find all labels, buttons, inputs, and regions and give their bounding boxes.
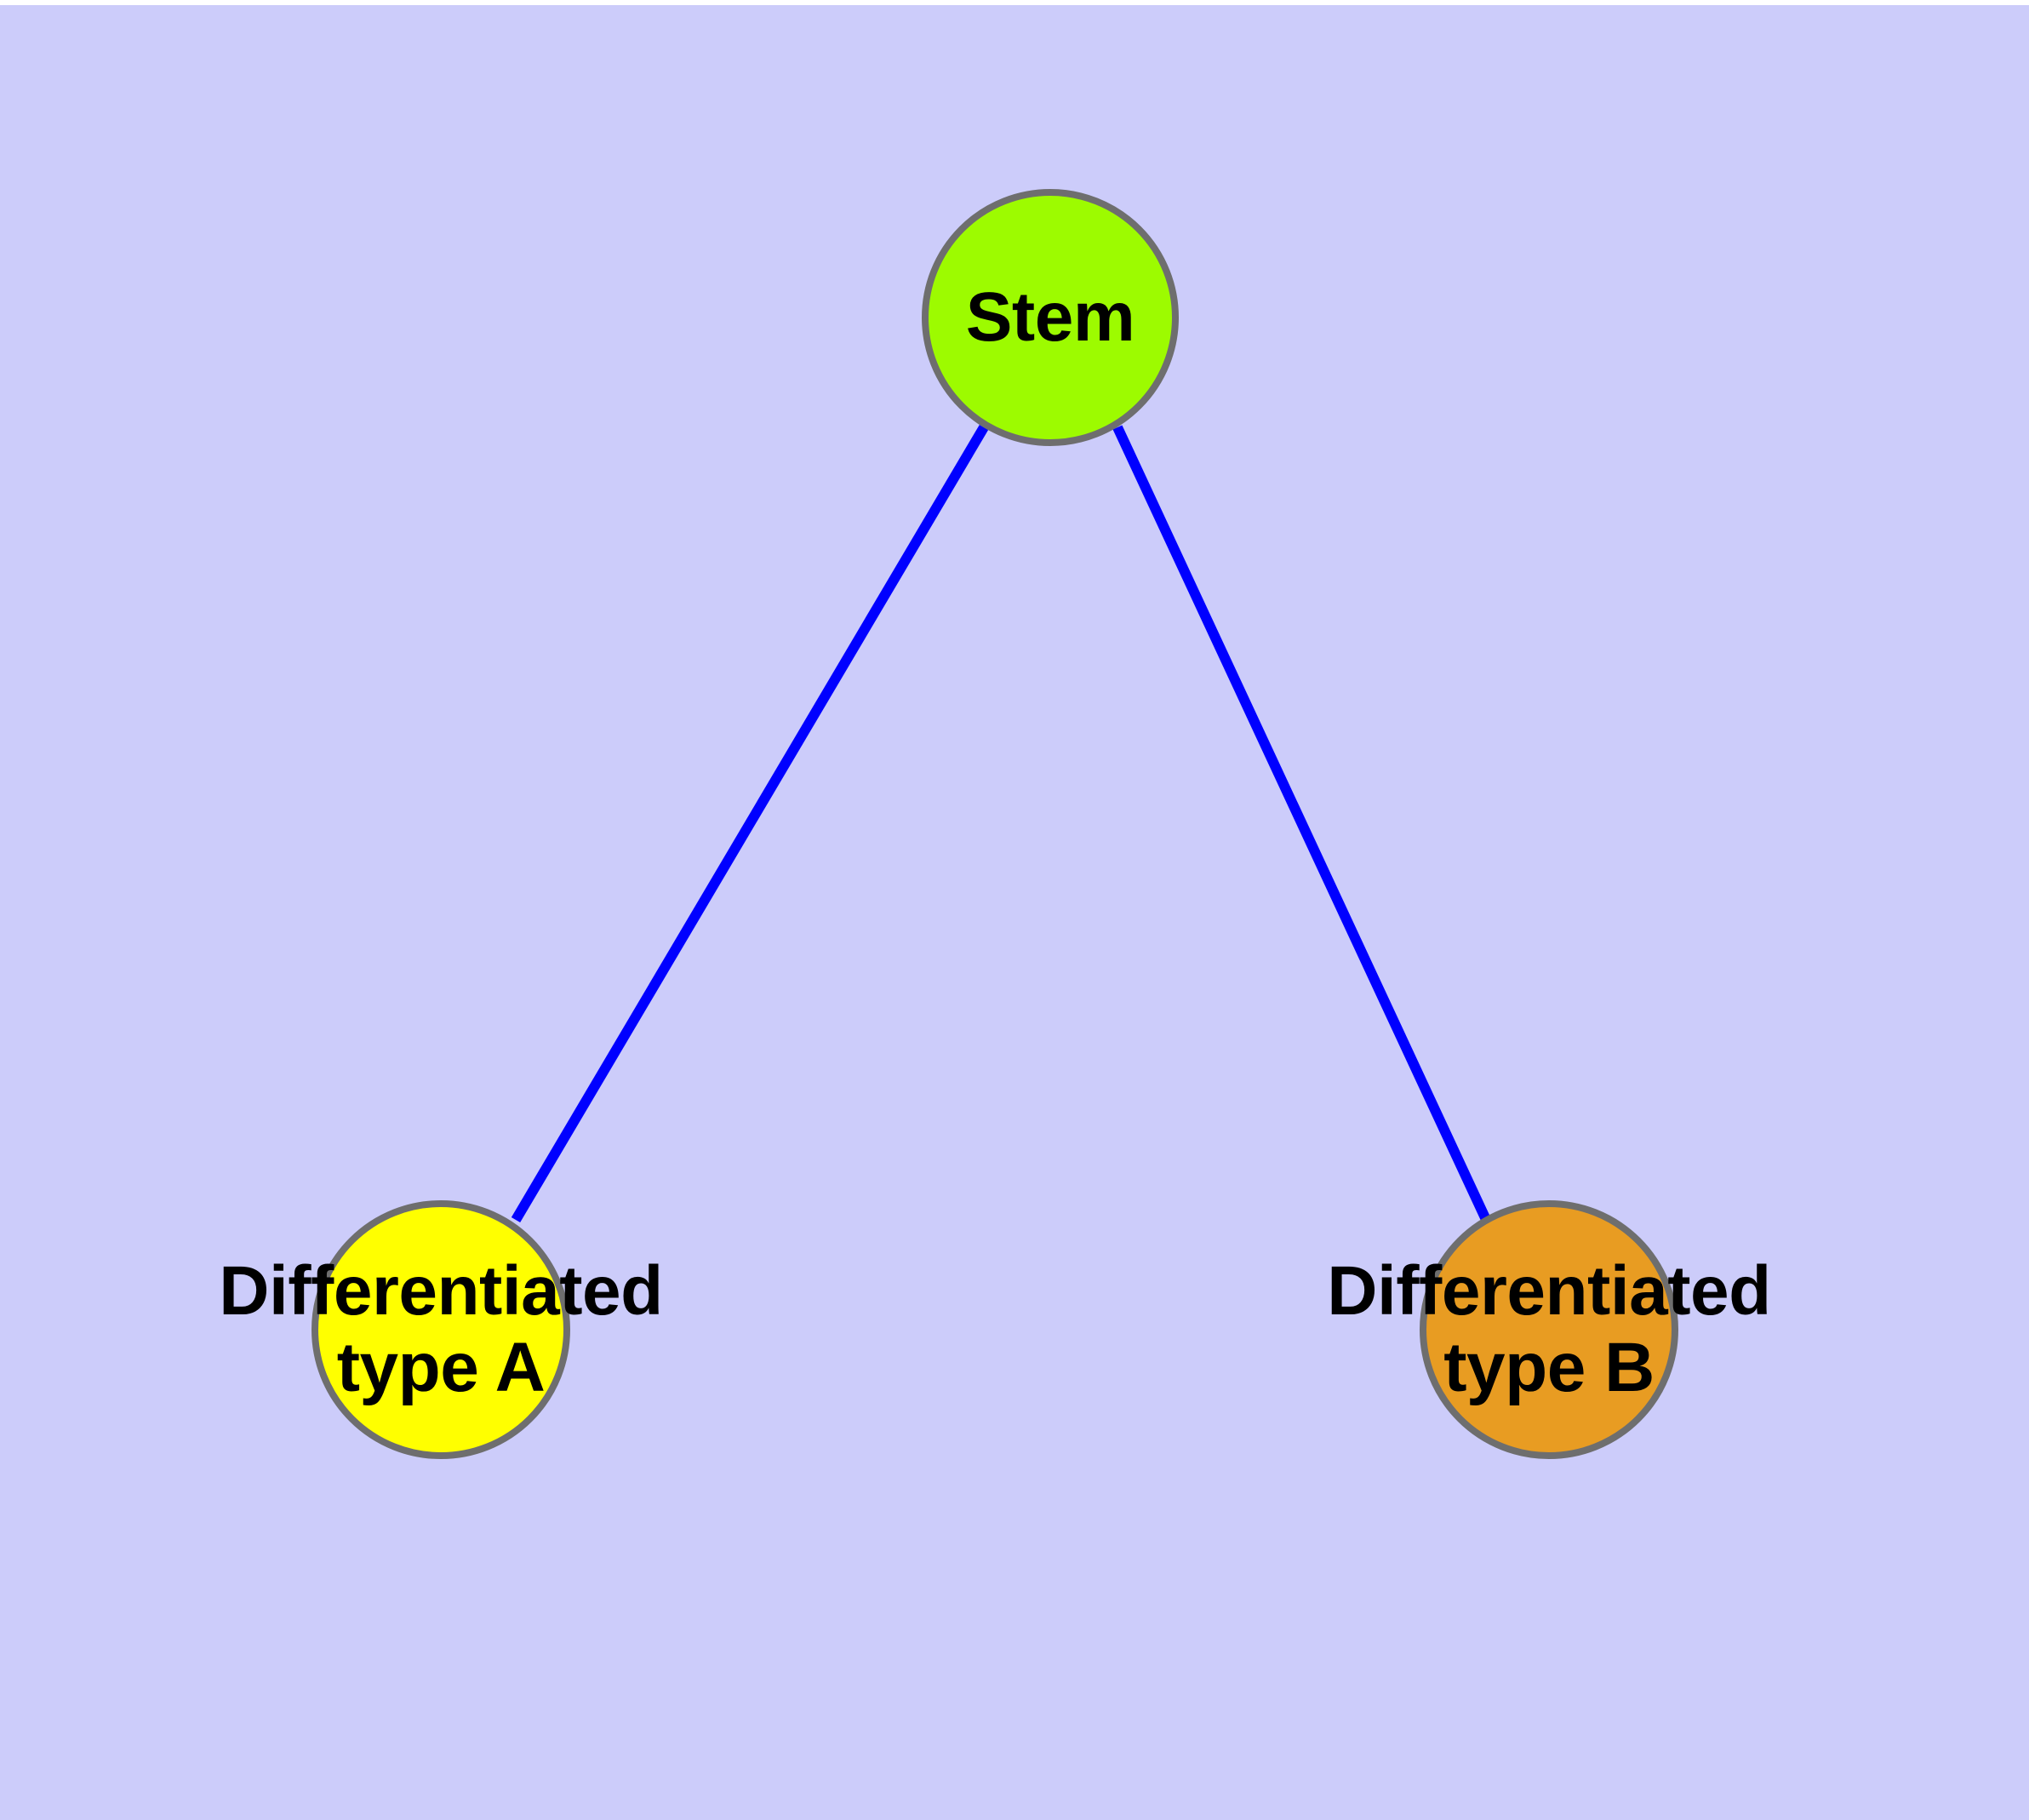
edge-stem-to-diff-b bbox=[1112, 425, 1493, 1226]
edge-stem-to-diff-a bbox=[511, 424, 989, 1223]
node-stem[interactable] bbox=[922, 189, 1179, 446]
node-differentiated-type-a[interactable] bbox=[311, 1200, 570, 1459]
top-margin-strip bbox=[0, 0, 2029, 5]
node-differentiated-type-b[interactable] bbox=[1420, 1200, 1678, 1459]
